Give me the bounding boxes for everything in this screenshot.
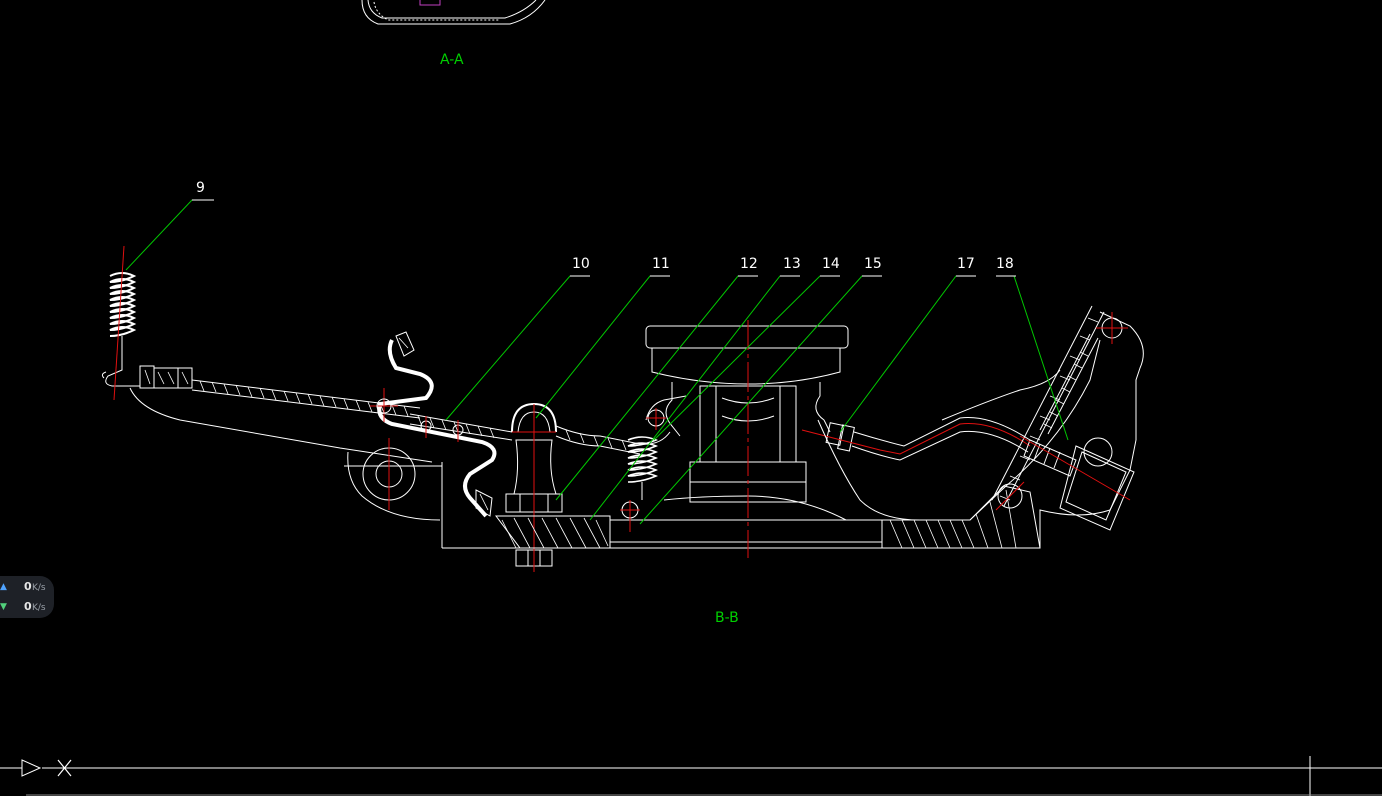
upload-unit: K/s: [32, 583, 46, 593]
ucs-axis-icon: [0, 759, 42, 777]
pipe-top-fitting: [395, 331, 415, 357]
network-speed-widget[interactable]: ▲ 0 K/s ▼ 0 K/s: [0, 576, 54, 618]
bent-pipe: [377, 339, 497, 518]
hatched-plate: [409, 413, 513, 441]
crosshair-lines: [42, 756, 1382, 796]
balloon-12: 12: [740, 256, 758, 272]
diagonal-strut: [991, 305, 1123, 509]
balloon-10: 10: [572, 256, 590, 272]
partial-view-a-a: [361, 0, 546, 25]
spring-part-13: [621, 409, 665, 519]
hatched-base: [495, 485, 1041, 549]
balloon-numbers: 9 10 11 12 13 14 15 17 18: [196, 180, 1014, 272]
download-unit: K/s: [32, 603, 46, 613]
balloon-14: 14: [822, 256, 840, 272]
leader-underlines: [192, 199, 1016, 277]
right-body-outline: [817, 311, 1144, 548]
section-label-b-b: B-B: [715, 610, 739, 626]
right-pipe: [801, 416, 1031, 461]
balloon-17: 17: [957, 256, 975, 272]
download-row: ▼ 0 K/s: [0, 598, 50, 616]
leader-lines: [125, 199, 1069, 525]
balloon-9: 9: [196, 180, 205, 196]
center-line-spring: [113, 245, 125, 401]
cable-end-fitting: [139, 365, 193, 389]
center-line-knob: [1019, 435, 1131, 501]
upload-row: ▲ 0 K/s: [0, 578, 50, 596]
section-label-a-a: A-A: [440, 52, 464, 68]
balloon-18: 18: [996, 256, 1014, 272]
upload-value: 0: [24, 580, 32, 593]
arrow-down-icon: ▼: [0, 602, 7, 612]
spring-part-9: [101, 272, 140, 387]
balloon-11: 11: [652, 256, 670, 272]
balloon-13: 13: [783, 256, 801, 272]
download-value: 0: [24, 600, 32, 613]
main-section-b-b: [101, 245, 1144, 572]
arrow-up-icon: ▲: [0, 582, 7, 592]
pipe-bottom-fitting: [475, 489, 493, 517]
balloon-15: 15: [864, 256, 882, 272]
knob-part-18: [1023, 437, 1135, 531]
